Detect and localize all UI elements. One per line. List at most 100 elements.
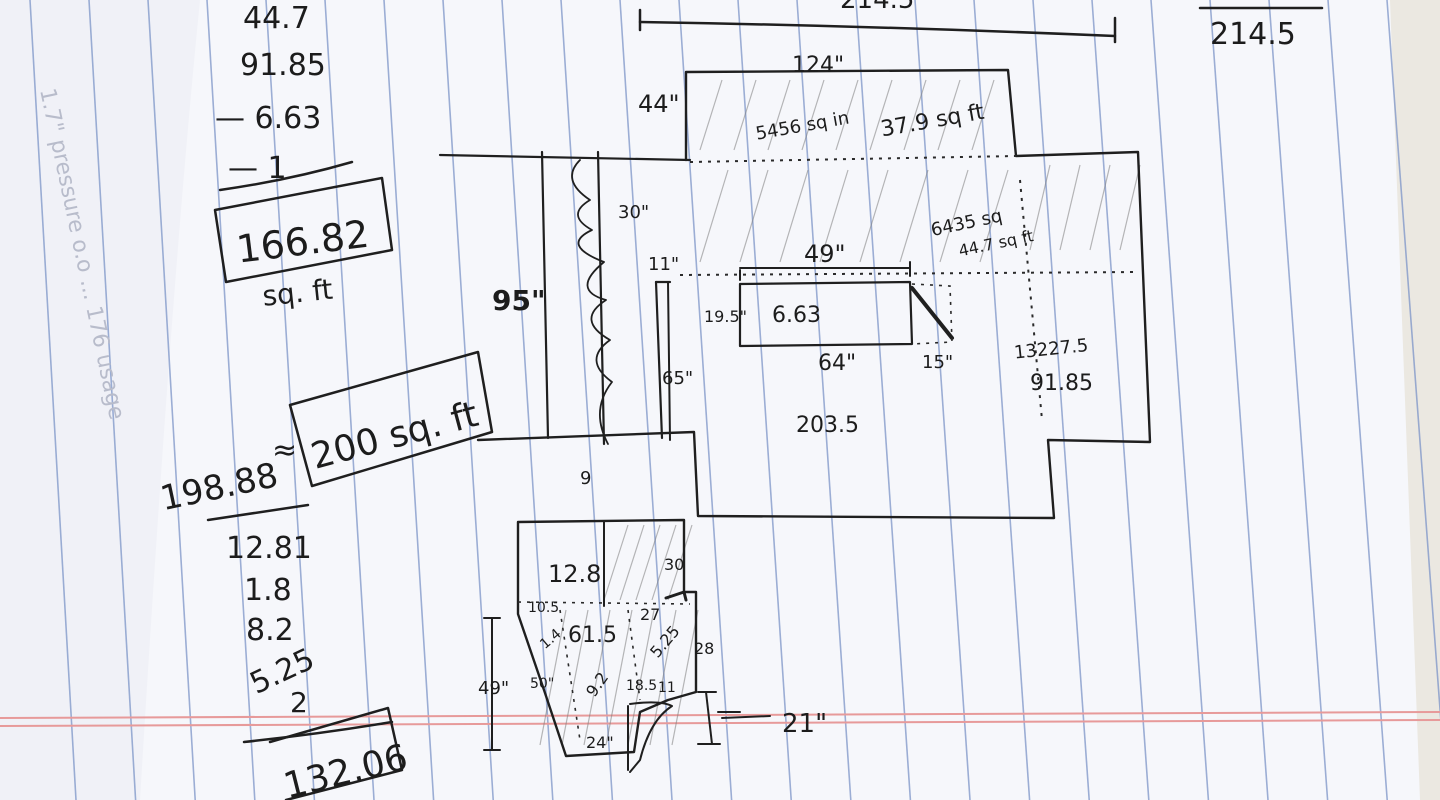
rule-line — [1209, 0, 1269, 800]
hatch-stroke — [1059, 164, 1081, 251]
hatch-stroke — [619, 524, 645, 601]
lower-room-hatching — [539, 524, 699, 746]
hatch-stroke — [767, 79, 791, 151]
rule-line — [88, 0, 137, 800]
label-island-area: 6.63 — [772, 303, 821, 328]
rule-line — [619, 0, 673, 800]
rule-line — [442, 0, 494, 800]
label-top-left-height: 44" — [638, 90, 680, 118]
rule-line — [1150, 0, 1210, 800]
floor-plan — [438, 68, 1152, 520]
hatch-stroke — [667, 524, 693, 601]
label-island-corner: 15" — [922, 352, 953, 373]
label-small-gap: 11" — [648, 254, 679, 275]
lower-right-side: 28 — [694, 639, 714, 658]
hatch-stroke — [583, 609, 611, 746]
rule-line — [560, 0, 614, 800]
rule-line — [1386, 0, 1440, 720]
rule-line — [737, 0, 792, 800]
hatch-stroke — [699, 169, 729, 263]
hatch-stroke — [635, 524, 661, 601]
calc2-line-5: 2 — [290, 686, 308, 719]
top-right-total: 214.5 — [1198, 6, 1324, 52]
lower-center: 61.5 — [568, 623, 617, 648]
rule-line — [796, 0, 852, 800]
top-dimension-label: 214.5 — [840, 0, 914, 15]
hatch-stroke — [733, 79, 757, 151]
rule-line — [501, 0, 554, 800]
estimate-approx: ≈ — [272, 433, 297, 468]
label-hall-height: 95" — [492, 284, 546, 317]
rule-line — [1032, 0, 1090, 800]
label-right-area2-ft: 91.85 — [1030, 371, 1093, 396]
rule-lines — [29, 0, 1440, 800]
hatch-stroke — [603, 524, 629, 601]
hatch-stroke — [939, 169, 969, 263]
label-top-width: 124" — [792, 53, 844, 78]
hatch-stroke — [1119, 164, 1141, 251]
hatch-stroke — [561, 609, 589, 746]
hatch-stroke — [539, 609, 567, 746]
plan-labels: 124" 44" 5456 sq in 37.9 sq ft 6435 sq 4… — [492, 53, 1093, 489]
rule-line — [1091, 0, 1150, 800]
hatch-stroke — [1089, 164, 1111, 251]
lower-left-diag: 50" — [530, 676, 554, 692]
label-bottom-width: 203.5 — [796, 413, 859, 438]
hatch-stroke — [899, 169, 929, 263]
hatch-stroke — [779, 169, 809, 263]
lower-bottom: 24" — [586, 733, 614, 752]
hatch-stroke — [937, 79, 961, 151]
page-curl — [0, 0, 200, 800]
lower-center-right: 27 — [640, 605, 660, 624]
hatch-stroke — [819, 169, 849, 263]
hatch-stroke — [605, 609, 633, 746]
hatch-stroke — [699, 79, 723, 151]
label-island-left: 19.5" — [704, 307, 747, 326]
hatch-stroke — [903, 79, 927, 151]
top-dimension: 214.5 — [638, 0, 1117, 44]
lower-room — [483, 518, 771, 773]
label-nine: 9 — [580, 468, 591, 489]
area-hatching — [699, 79, 1141, 263]
hatch-stroke — [835, 79, 859, 151]
rule-line — [206, 0, 256, 800]
lower-step-label: 21" — [782, 709, 827, 739]
rule-line — [324, 0, 375, 800]
rule-line — [383, 0, 435, 800]
calc2-line-2: 1.8 — [244, 573, 292, 608]
calc-line-1: 44.7 — [243, 1, 310, 36]
label-lower-height: 65" — [662, 368, 693, 389]
calc2-line-1: 12.81 — [226, 531, 312, 566]
label-island-bottom: 64" — [818, 351, 856, 376]
hatch-stroke — [627, 609, 655, 746]
lower-area: 12.8 — [548, 560, 601, 588]
rule-line — [265, 0, 316, 800]
rule-line — [1327, 0, 1388, 800]
rule-line — [29, 0, 77, 800]
rule-line — [914, 0, 971, 800]
lower-inner-b: 11 — [658, 680, 676, 696]
label-strip-height: 30" — [618, 202, 649, 223]
hatch-stroke — [739, 169, 769, 263]
rule-line — [973, 0, 1031, 800]
calc-unit: sq. ft — [261, 273, 335, 313]
hatch-stroke — [801, 79, 825, 151]
hatch-stroke — [869, 79, 893, 151]
lower-left-small: 10.5 — [528, 600, 559, 616]
hatch-stroke — [1029, 164, 1051, 251]
lower-inner-a: 18.5 — [626, 678, 657, 694]
hatch-stroke — [651, 524, 677, 601]
hatch-stroke — [671, 609, 699, 746]
rule-line — [855, 0, 912, 800]
top-right-total-value: 214.5 — [1210, 17, 1296, 52]
rule-line — [147, 0, 196, 800]
hatch-stroke — [979, 169, 1009, 263]
lower-top-right: 30 — [664, 555, 684, 574]
hatch-stroke — [971, 79, 995, 151]
calc2-line-3: 8.2 — [246, 613, 294, 648]
hatch-stroke — [859, 169, 889, 263]
label-island-top: 49" — [804, 240, 846, 268]
rule-line — [678, 0, 733, 800]
